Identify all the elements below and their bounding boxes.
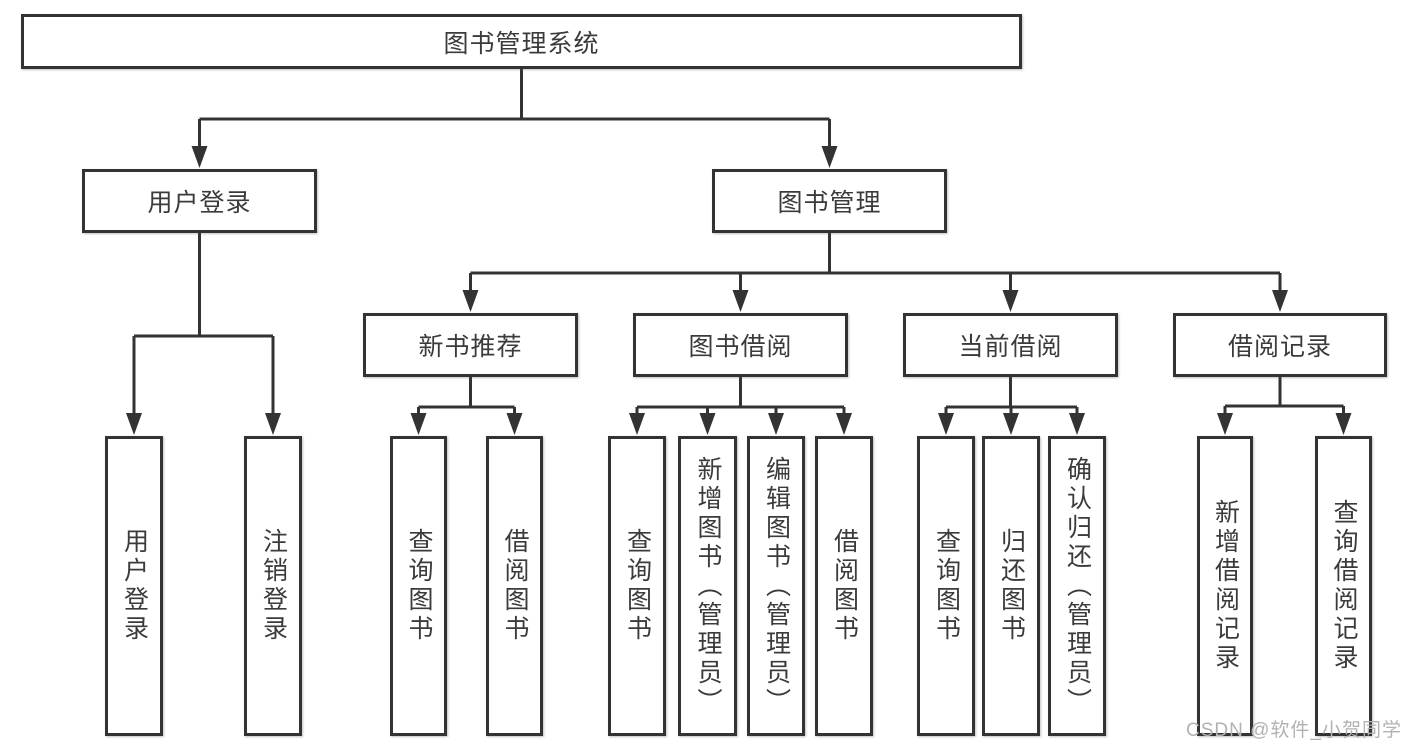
node-root-label: 图书管理系统	[443, 29, 600, 58]
leaf-br-add-record: 新增借阅记录	[1197, 436, 1253, 736]
leaf-bb-add-books-admin-label: 新增图书（管理员）	[694, 455, 722, 717]
connector-book-management-to-level3	[462, 233, 1288, 312]
leaf-bb-query-books: 查询图书	[608, 436, 666, 736]
leaf-nbr-query-books-label: 查询图书	[405, 528, 433, 644]
leaf-user-login-label: 用户登录	[120, 528, 149, 644]
node-book-borrow: 图书借阅	[633, 313, 848, 377]
leaf-cb-confirm-return-admin: 确认归还（管理员）	[1048, 436, 1106, 736]
leaf-nbr-borrow-books: 借阅图书	[486, 436, 543, 736]
leaf-br-query-record: 查询借阅记录	[1315, 436, 1372, 736]
node-user-login-label: 用户登录	[147, 189, 252, 217]
node-borrow-records-label: 借阅记录	[1227, 333, 1332, 361]
node-user-login: 用户登录	[82, 169, 317, 233]
leaf-bb-edit-books-admin: 编辑图书（管理员）	[747, 436, 805, 736]
node-current-borrow: 当前借阅	[903, 313, 1118, 377]
connector-new-book-recommend-to-leaves	[410, 377, 523, 435]
connector-user-login-to-leaves	[126, 233, 281, 435]
leaf-nbr-query-books: 查询图书	[390, 436, 447, 736]
node-borrow-records: 借阅记录	[1173, 313, 1387, 377]
leaf-logout: 注销登录	[244, 436, 302, 736]
leaf-br-query-record-label: 查询借阅记录	[1330, 499, 1358, 673]
leaf-cb-return-books-label: 归还图书	[997, 528, 1026, 644]
leaf-cb-query-books: 查询图书	[917, 436, 975, 736]
node-current-borrow-label: 当前借阅	[958, 333, 1063, 361]
leaf-user-login: 用户登录	[105, 436, 163, 736]
leaf-cb-return-books: 归还图书	[982, 436, 1040, 736]
node-root: 图书管理系统	[21, 14, 1022, 69]
leaf-bb-edit-books-admin-label: 编辑图书（管理员）	[762, 455, 791, 717]
connector-root-to-level2	[191, 69, 838, 168]
leaf-cb-confirm-return-admin-label: 确认归还（管理员）	[1063, 455, 1092, 717]
csdn-watermark: CSDN @软件_小贺同学	[1186, 720, 1402, 741]
node-book-management: 图书管理	[712, 169, 947, 233]
leaf-logout-label: 注销登录	[259, 528, 288, 644]
leaf-cb-query-books-label: 查询图书	[932, 528, 961, 644]
node-book-borrow-label: 图书借阅	[688, 333, 793, 361]
leaf-bb-borrow-books-label: 借阅图书	[830, 528, 859, 644]
leaf-bb-borrow-books: 借阅图书	[815, 436, 873, 736]
leaf-bb-query-books-label: 查询图书	[623, 528, 652, 644]
leaf-bb-add-books-admin: 新增图书（管理员）	[678, 436, 737, 736]
connector-book-borrow-to-leaves	[629, 377, 852, 435]
node-book-management-label: 图书管理	[777, 189, 882, 217]
connector-current-borrow-to-leaves	[938, 377, 1085, 435]
node-new-book-recommend-label: 新书推荐	[418, 333, 523, 361]
node-new-book-recommend: 新书推荐	[363, 313, 578, 377]
leaf-nbr-borrow-books-label: 借阅图书	[501, 528, 529, 644]
leaf-br-add-record-label: 新增借阅记录	[1211, 499, 1240, 673]
connector-borrow-records-to-leaves	[1217, 377, 1352, 435]
